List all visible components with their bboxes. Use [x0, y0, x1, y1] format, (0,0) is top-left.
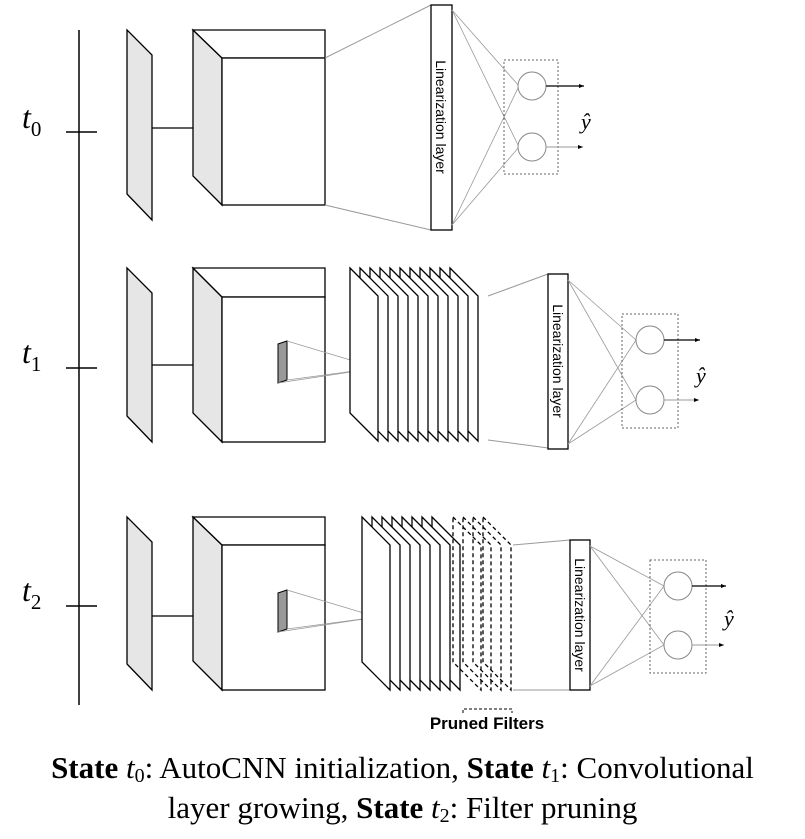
- output-neuron: [663, 571, 693, 601]
- projection-line: [512, 539, 571, 546]
- input-plane: [126, 515, 153, 692]
- conv-block-front: [221, 544, 326, 691]
- pruned-filter-plane: [482, 515, 512, 692]
- fc-connections: [451, 9, 520, 226]
- linearization-layer: [569, 539, 591, 691]
- figure-caption: State t0: AutoCNN initialization, State …: [0, 748, 805, 828]
- fc-connections: [589, 545, 665, 687]
- output-neuron: [517, 132, 547, 162]
- conv-block-front: [221, 296, 326, 443]
- linearization-layer-label: Linearization layer: [433, 60, 449, 174]
- projection-line: [324, 204, 432, 231]
- projection-line: [487, 273, 549, 297]
- pruned-filter-plane: [462, 515, 492, 692]
- output-neuron: [635, 325, 665, 355]
- output-box: [649, 559, 707, 674]
- y-hat-label: ŷ: [579, 109, 591, 134]
- projection-line: [324, 4, 432, 59]
- projection-line: [487, 439, 549, 449]
- filter-plane: [349, 266, 379, 443]
- output-neuron: [663, 630, 693, 660]
- linearization-layer: [547, 273, 569, 450]
- conv-block-side: [192, 28, 223, 207]
- filter-stack: [361, 515, 461, 692]
- conv-block-side: [192, 266, 223, 444]
- fc-connections: [567, 279, 637, 445]
- linearization-layer: [430, 4, 453, 231]
- pruned-filters-bracket: [462, 708, 513, 713]
- state-t1-group: Linearization layer ŷ: [126, 266, 706, 450]
- pruned-filter-plane: [472, 515, 502, 692]
- diagram-canvas: t0 t1 t2 Linearization layer ŷ: [22, 4, 734, 733]
- state-t0-group: Linearization layer ŷ: [126, 4, 591, 231]
- y-hat-label: ŷ: [694, 363, 706, 388]
- caption-line-1: State t0: AutoCNN initialization, State …: [51, 750, 754, 787]
- output-neuron: [635, 385, 665, 415]
- conv-block-side: [192, 515, 223, 692]
- conv-kernel: [277, 340, 288, 384]
- pruned-filters-label: Pruned Filters: [430, 714, 544, 733]
- linearization-layer-label: Linearization layer: [572, 558, 588, 672]
- state-t1-label: t1: [22, 334, 41, 376]
- pruned-filter-stack: [452, 515, 512, 692]
- conv-block-front: [221, 57, 326, 206]
- state-t2-group: Linearization layer ŷ Pruned Filters: [126, 515, 734, 733]
- input-plane: [126, 28, 153, 222]
- caption-line-2: layer growing, State t2: Filter pruning: [167, 790, 638, 827]
- pruned-filter-plane: [452, 515, 482, 692]
- state-t2-label: t2: [22, 572, 41, 614]
- filter-stack: [349, 266, 479, 443]
- state-t0-label: t0: [22, 99, 41, 141]
- output-neuron: [517, 71, 547, 101]
- conv-kernel: [277, 589, 288, 633]
- output-box: [621, 313, 679, 429]
- input-plane: [126, 266, 153, 444]
- filter-plane: [361, 515, 391, 692]
- y-hat-label: ŷ: [722, 606, 734, 631]
- linearization-layer-label: Linearization layer: [550, 304, 566, 418]
